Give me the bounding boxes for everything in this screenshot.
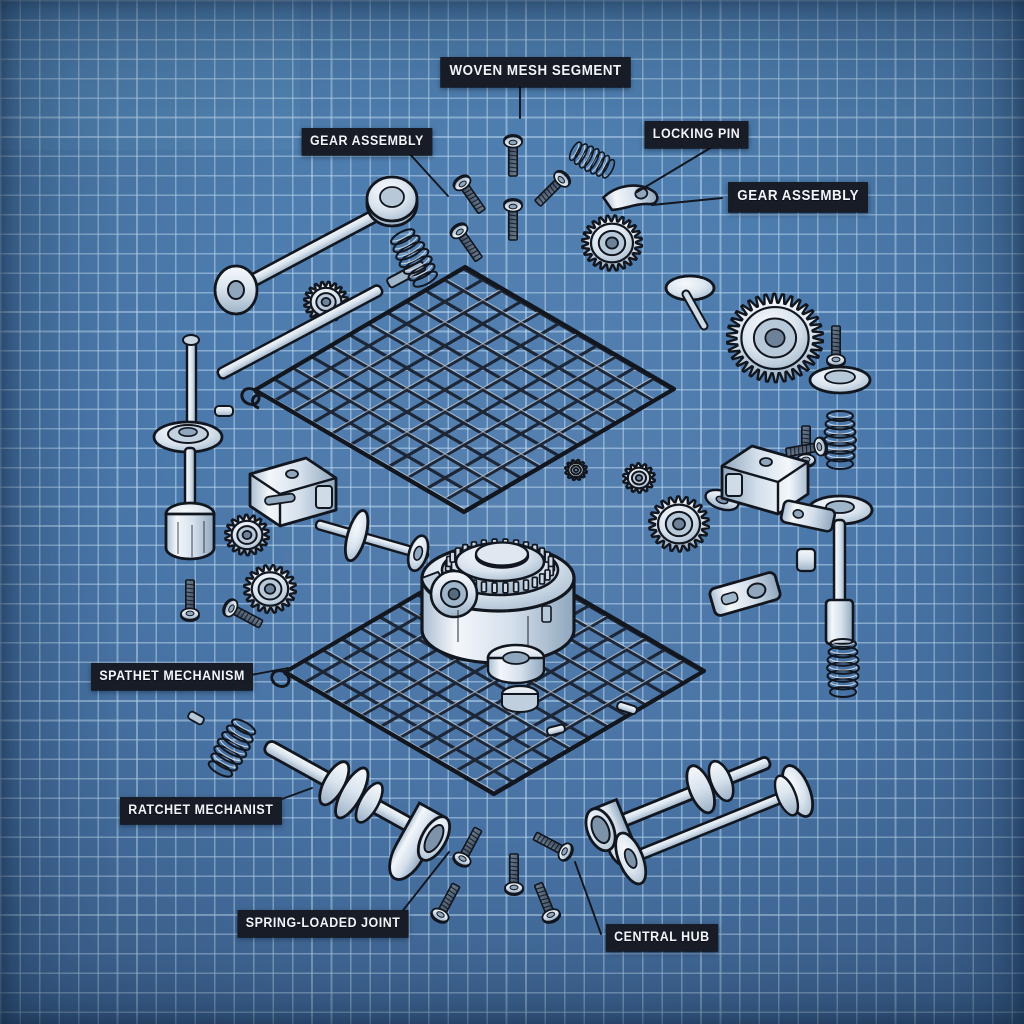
leader-spring-loaded-joint xyxy=(396,851,450,919)
shaft-lower-right-b xyxy=(614,764,815,886)
gear-mid-left xyxy=(223,513,271,557)
shaft-lower-right-a xyxy=(584,756,772,868)
leader-line-group xyxy=(234,83,723,935)
central-hub-housing xyxy=(420,538,576,713)
gear-mid-right xyxy=(647,495,711,553)
gear-tiny-center xyxy=(621,462,657,494)
bolt-bottom-d xyxy=(529,879,563,927)
washer-left-mid xyxy=(214,405,234,417)
coil-spring-right-upper xyxy=(823,410,857,470)
shaft-left-vertical xyxy=(152,334,234,561)
bracket-plate-left xyxy=(779,499,837,533)
washer-upper-right xyxy=(664,274,716,331)
coil-spring-upper-center xyxy=(565,137,619,183)
shaft-upper-left-long xyxy=(213,175,419,316)
leader-gear-assembly-left xyxy=(407,151,449,197)
bolt-left-mid xyxy=(180,579,200,622)
label-locking-pin[interactable]: LOCKING PIN xyxy=(644,121,749,148)
label-spathet-mechanism[interactable]: SPATHET MECHANISM xyxy=(91,663,254,690)
leader-central-hub xyxy=(574,861,602,935)
bolt-top-left-a xyxy=(450,171,491,218)
bolt-top-center-b xyxy=(503,197,523,241)
bracket-right xyxy=(720,444,810,516)
locking-pin-part xyxy=(602,184,659,212)
leader-gear-assembly-right xyxy=(651,197,723,206)
label-gear-assembly-right[interactable]: GEAR ASSEMBLY xyxy=(728,182,869,212)
bolt-top-right xyxy=(530,167,574,211)
bolt-bottom-b xyxy=(428,879,466,927)
bolt-top-left-b xyxy=(447,219,488,266)
gear-large-right xyxy=(725,292,825,384)
coil-spring-right-lower xyxy=(826,638,860,698)
shaft-mid-left-axle xyxy=(314,509,430,573)
gear-upper-center xyxy=(580,214,644,272)
coil-spring-lower-left xyxy=(202,713,262,783)
label-ratchet-mechanist[interactable]: RATCHET MECHANIST xyxy=(120,797,282,824)
bolt-bottom-e xyxy=(529,826,577,864)
bolt-bottom-a xyxy=(450,823,488,871)
leader-locking-pin xyxy=(636,146,713,193)
pin-small-a xyxy=(616,700,638,716)
label-woven-mesh-segment[interactable]: WOVEN MESH SEGMENT xyxy=(440,57,631,87)
label-central-hub[interactable]: CENTRAL HUB xyxy=(605,924,718,951)
upper-woven-mesh-panel xyxy=(240,264,677,515)
bolt-top-center-a xyxy=(503,133,523,177)
label-gear-assembly-left[interactable]: GEAR ASSEMBLY xyxy=(301,128,433,155)
gear-lower-left xyxy=(242,563,298,615)
bracket-plate-right xyxy=(708,571,782,617)
bracket-left xyxy=(248,456,338,528)
label-spring-loaded-joint[interactable]: SPRING-LOADED JOINT xyxy=(237,910,409,937)
gear-tiny-center-2 xyxy=(563,458,589,482)
shaft-lower-left-ratchet xyxy=(187,710,452,881)
bolt-bottom-c xyxy=(504,853,524,896)
pin-small-b xyxy=(546,723,566,737)
